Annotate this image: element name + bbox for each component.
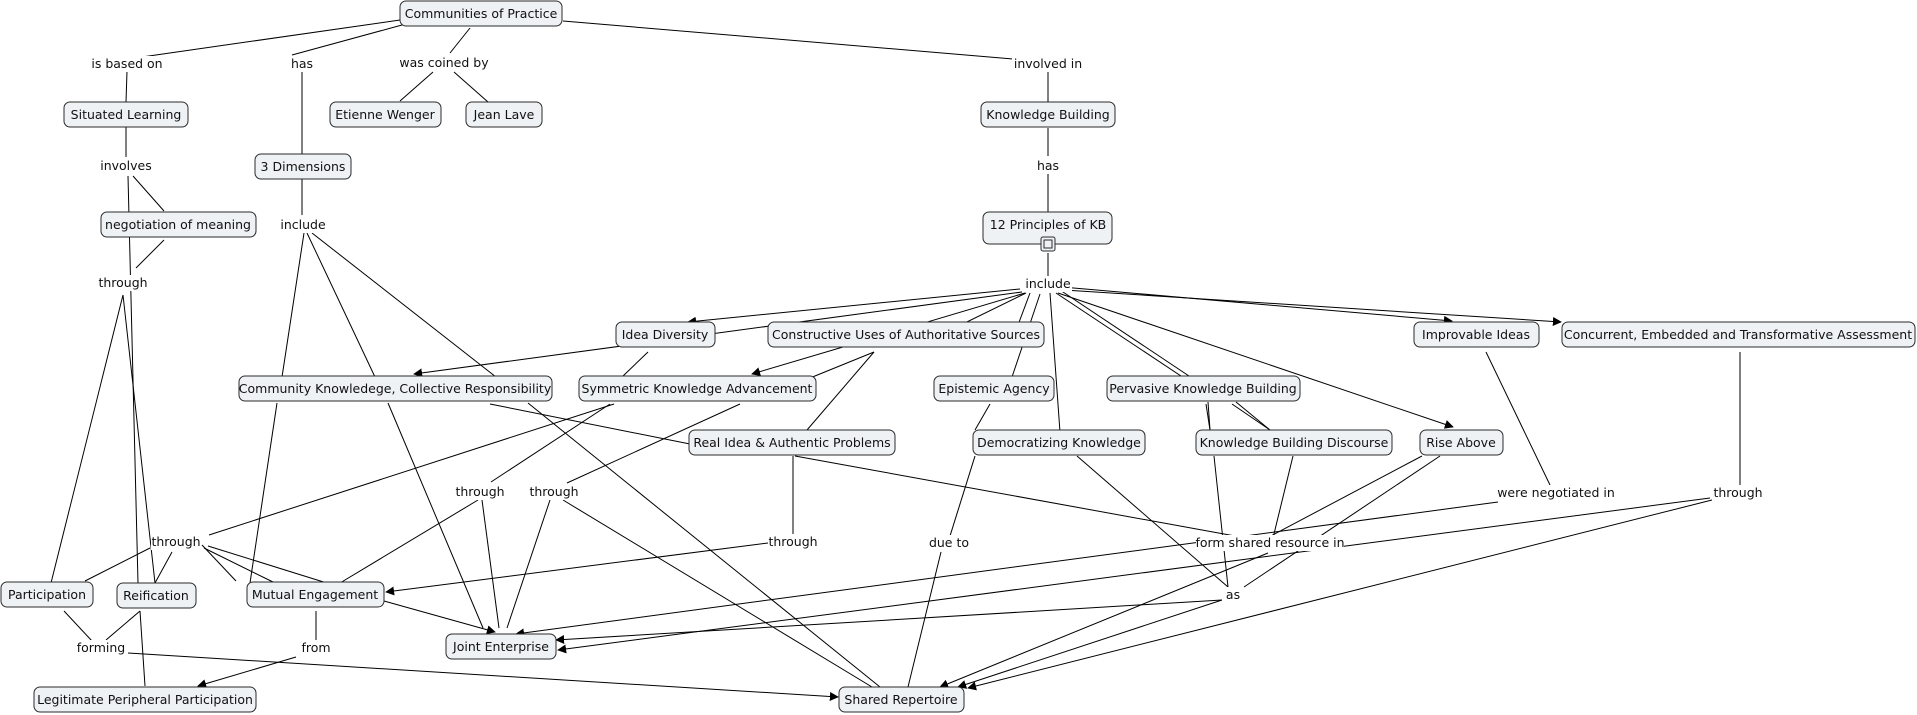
concept-knowledge-building[interactable]: Knowledge Building <box>980 101 1116 128</box>
phrase-from: from <box>301 640 330 655</box>
phrase-include-dimensions: include <box>280 217 326 232</box>
resource-document-icon[interactable] <box>1040 236 1056 252</box>
concept-label: Situated Learning <box>71 107 182 122</box>
concept-community-knowledge[interactable]: Community Knowledege, Collective Respons… <box>238 375 553 402</box>
concept-participation[interactable]: Participation <box>0 581 94 608</box>
concept-label: Communities of Practice <box>405 6 558 21</box>
concept-label: negotiation of meaning <box>105 217 251 232</box>
concept-situated-learning[interactable]: Situated Learning <box>63 101 189 128</box>
concept-label: 12 Principles of KB <box>990 217 1106 232</box>
phrase-through-real: through <box>768 534 817 549</box>
linking-phrases: is based on has was coined by involved i… <box>76 55 1764 656</box>
concept-real-idea[interactable]: Real Idea & Authentic Problems <box>688 429 896 456</box>
concept-label: Concurrent, Embedded and Transformative … <box>1564 327 1912 342</box>
concept-etienne-wenger[interactable]: Etienne Wenger <box>329 101 442 128</box>
concept-constructive-uses[interactable]: Constructive Uses of Authoritative Sourc… <box>767 321 1045 348</box>
concept-label: Mutual Engagement <box>252 587 378 602</box>
concept-mutual-engagement[interactable]: Mutual Engagement <box>246 581 385 608</box>
phrase-were-negotiated-in: were negotiated in <box>1497 485 1615 500</box>
concept-label: Real Idea & Authentic Problems <box>693 435 890 450</box>
concept-joint-enterprise[interactable]: Joint Enterprise <box>445 633 557 660</box>
phrase-has-kb: has <box>1037 158 1059 173</box>
concept-label: Epistemic Agency <box>938 381 1050 396</box>
concept-kb-discourse[interactable]: Knowledge Building Discourse <box>1195 429 1393 456</box>
concept-label: Knowledge Building Discourse <box>1200 435 1389 450</box>
phrase-was-coined-by: was coined by <box>399 55 489 70</box>
concept-improvable-ideas[interactable]: Improvable Ideas <box>1413 321 1540 348</box>
concept-12-principles-of-kb[interactable]: 12 Principles of KB <box>982 211 1113 252</box>
phrase-include-principles: include <box>1025 276 1071 291</box>
concept-label: Reification <box>123 588 189 603</box>
concept-reification[interactable]: Reification <box>116 582 197 609</box>
concept-negotiation-of-meaning[interactable]: negotiation of meaning <box>100 211 257 238</box>
phrase-due-to: due to <box>929 535 969 550</box>
concept-label: Jean Lave <box>473 107 535 122</box>
phrase-forming: forming <box>77 640 125 655</box>
phrase-involves: involves <box>100 158 152 173</box>
concept-democratizing-knowledge[interactable]: Democratizing Knowledge <box>972 429 1146 456</box>
phrase-is-based-on: is based on <box>91 56 162 71</box>
concept-pervasive-kb[interactable]: Pervasive Knowledge Building <box>1106 375 1301 402</box>
concept-concurrent-assessment[interactable]: Concurrent, Embedded and Transformative … <box>1561 321 1916 348</box>
phrase-has: has <box>291 56 313 71</box>
phrase-through-b: through <box>529 484 578 499</box>
concept-epistemic-agency[interactable]: Epistemic Agency <box>933 375 1055 402</box>
concept-shared-repertoire[interactable]: Shared Repertoire <box>838 686 965 713</box>
concept-label: Democratizing Knowledge <box>977 435 1141 450</box>
phrase-as: as <box>1226 587 1240 602</box>
concept-label: Joint Enterprise <box>452 639 549 654</box>
concept-label: Improvable Ideas <box>1422 327 1530 342</box>
concept-3-dimensions[interactable]: 3 Dimensions <box>254 153 352 180</box>
concept-legitimate-peripheral-participation[interactable]: Legitimate Peripheral Participation <box>33 686 257 713</box>
concept-label: Legitimate Peripheral Participation <box>37 692 253 707</box>
phrase-through-a: through <box>455 484 504 499</box>
phrase-through-negotiation: through <box>98 275 147 290</box>
concept-rise-above[interactable]: Rise Above <box>1419 429 1504 456</box>
phrase-form-shared-resource-in: form shared resource in <box>1195 535 1344 550</box>
concept-label: Knowledge Building <box>986 107 1109 122</box>
concept-label: 3 Dimensions <box>261 159 346 174</box>
phrase-involved-in: involved in <box>1014 56 1082 71</box>
concept-idea-diversity[interactable]: Idea Diversity <box>615 321 716 348</box>
concept-label: Etienne Wenger <box>335 107 435 122</box>
concept-label: Shared Repertoire <box>844 692 957 707</box>
concept-label: Community Knowledege, Collective Respons… <box>239 381 552 396</box>
phrase-through-right: through <box>1713 485 1762 500</box>
concept-label: Idea Diversity <box>622 327 709 342</box>
concept-label: Constructive Uses of Authoritative Sourc… <box>772 327 1040 342</box>
concept-label: Participation <box>8 587 86 602</box>
concept-label: Rise Above <box>1426 435 1496 450</box>
concept-communities-of-practice[interactable]: Communities of Practice <box>399 0 563 27</box>
phrase-through-left: through <box>151 534 200 549</box>
concept-jean-lave[interactable]: Jean Lave <box>465 101 543 128</box>
concept-label: Symmetric Knowledge Advancement <box>582 381 813 396</box>
concept-symmetric-knowledge[interactable]: Symmetric Knowledge Advancement <box>578 375 817 402</box>
concept-label: Pervasive Knowledge Building <box>1109 381 1296 396</box>
